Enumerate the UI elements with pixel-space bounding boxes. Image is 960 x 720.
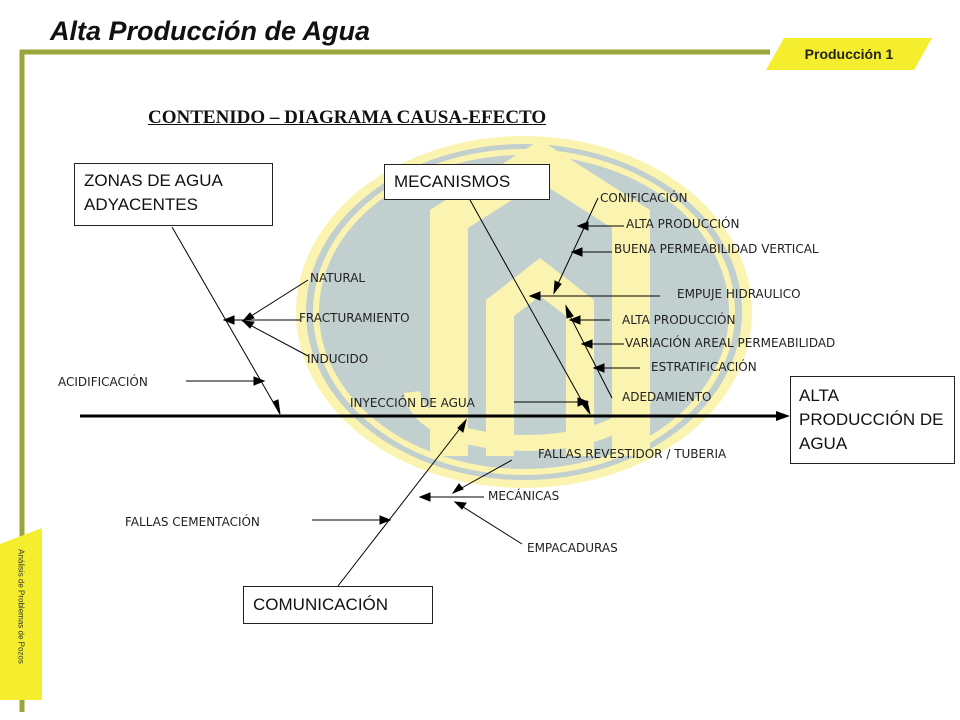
arrowhead-buena-permeabilidad	[570, 247, 583, 257]
cause-conificacion: CONIFICACIÓN	[600, 191, 688, 205]
section-tag-label: Producción 1	[804, 46, 894, 62]
category-label-zonas: ZONAS DE AGUA ADYACENTES	[84, 171, 222, 214]
arrowhead-fallas-revestidor	[451, 483, 464, 495]
arrowhead-estratificacion	[592, 363, 605, 373]
arrowhead-fracturamiento	[222, 315, 235, 325]
category-label-mecanismos: MECANISMOS	[394, 172, 511, 191]
branch-adedamiento	[567, 311, 613, 399]
cause-empacaduras: EMPACADURAS	[527, 541, 618, 555]
spine-arrowhead	[776, 411, 790, 421]
arrowhead-acidificacion	[253, 376, 266, 386]
section-tag-shape	[766, 38, 932, 70]
branch-fallas-revestidor	[457, 459, 513, 491]
category-box-mecanismos: MECANISMOS	[384, 164, 550, 200]
cause-fallas-revestidor: FALLAS REVESTIDOR / TUBERIA	[538, 447, 727, 461]
cause-fracturamiento: FRACTURAMIENTO	[299, 311, 410, 325]
arrowhead-variacion	[580, 339, 593, 349]
cause-estratificacion: ESTRATIFICACIÓN	[651, 360, 757, 374]
slide-title: Alta Producción de Agua	[50, 16, 371, 46]
arrowhead-adedamiento	[565, 304, 574, 319]
cause-natural: NATURAL	[310, 271, 366, 285]
branch-empacaduras	[459, 504, 523, 545]
arrowhead-zonas	[272, 399, 281, 415]
arrowhead-mecanicas	[418, 492, 431, 502]
arrowhead-inyeccion	[577, 397, 590, 407]
category-box-comunicacion: COMUNICACIÓN	[243, 586, 433, 624]
cause-adedamiento: ADEDAMIENTO	[622, 390, 712, 404]
arrowhead-alta-produccion-2	[568, 315, 581, 325]
cause-mecanicas: MECÁNICAS	[488, 489, 560, 503]
arrowhead-alta-produccion-1	[576, 221, 589, 231]
side-tab-label: Análisis de Problemas de Pozos	[16, 549, 26, 664]
diagram-heading: CONTENIDO – DIAGRAMA CAUSA-EFECTO	[148, 107, 547, 128]
section-tag: Producción 1	[766, 38, 932, 70]
arrowhead-comunicacion	[457, 418, 467, 433]
category-label-comunicacion: COMUNICACIÓN	[253, 595, 389, 614]
cause-variacion: VARIACIÓN AREAL PERMEABILIDAD	[625, 336, 836, 350]
cause-inducido: INDUCIDO	[307, 352, 369, 366]
branch-inducido	[247, 323, 309, 357]
arrowhead-inducido	[241, 320, 255, 329]
cause-inyeccion: INYECCIÓN DE AGUA	[350, 396, 475, 410]
watermark-emblem	[296, 136, 752, 488]
branch-conificacion	[555, 197, 599, 289]
bone-comunicacion	[337, 425, 463, 587]
cause-alta-produccion-1: ALTA PRODUCCIÓN	[626, 217, 740, 231]
arrowhead-empacaduras	[453, 501, 467, 510]
cause-acidificacion: ACIDIFICACIÓN	[58, 375, 148, 389]
effect-box: ALTA PRODUCCIÓN DE AGUA	[790, 376, 955, 464]
cause-empuje: EMPUJE HIDRAULICO	[677, 287, 801, 301]
arrowhead-natural	[241, 312, 255, 322]
side-tab: Análisis de Problemas de Pozos	[0, 528, 42, 700]
arrowhead-empuje	[528, 291, 541, 301]
effect-label: ALTA PRODUCCIÓN DE AGUA	[799, 386, 944, 453]
cause-alta-produccion-2: ALTA PRODUCCIÓN	[622, 313, 736, 327]
cause-buena-permeabilidad: BUENA PERMEABILIDAD VERTICAL	[614, 242, 819, 256]
arrowhead-conificacion	[553, 280, 562, 295]
side-tab-shape	[0, 528, 42, 700]
bone-mecanismos	[469, 199, 589, 413]
category-box-zonas: ZONAS DE AGUA ADYACENTES	[74, 163, 273, 226]
branch-natural	[247, 279, 309, 319]
arrowhead-fallas-cementacion	[379, 515, 392, 525]
cause-fallas-cementacion: FALLAS CEMENTACIÓN	[125, 515, 260, 529]
